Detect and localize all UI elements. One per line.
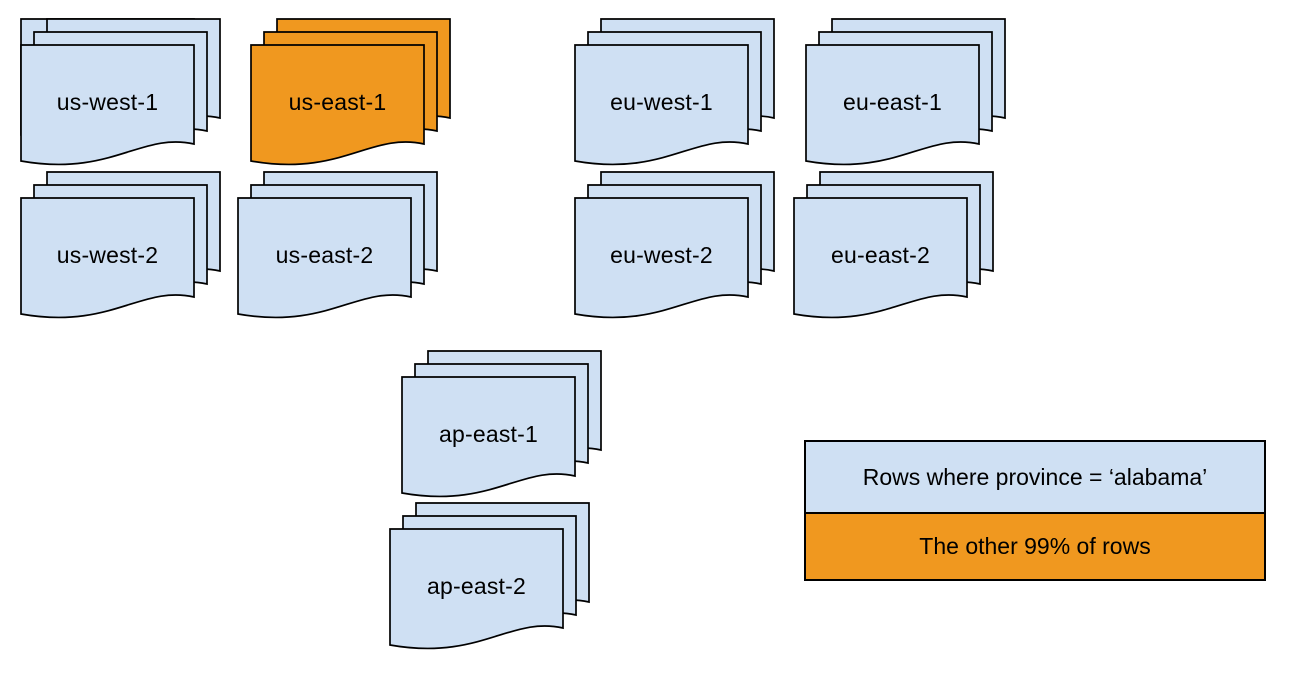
stack-us-east-2: us-east-2 — [237, 171, 438, 324]
legend-row-other-rows: The other 99% of rows — [806, 512, 1264, 579]
document-stack-icon — [237, 171, 438, 319]
document-stack-icon — [574, 18, 775, 166]
document-stack-icon — [389, 502, 590, 650]
stack-eu-east-1: eu-east-1 — [805, 18, 1006, 171]
legend: Rows where province = ‘alabama’ The othe… — [804, 440, 1266, 581]
stack-eu-west-1: eu-west-1 — [574, 18, 775, 171]
document-stack-icon — [20, 171, 221, 319]
stack-us-west-1: us-west-1 — [20, 18, 221, 171]
stack-us-west-2: us-west-2 — [20, 171, 221, 324]
legend-row-alabama: Rows where province = ‘alabama’ — [806, 442, 1264, 512]
stack-ap-east-2: ap-east-2 — [389, 502, 590, 655]
stack-eu-east-2: eu-east-2 — [793, 171, 994, 324]
legend-label-other-rows: The other 99% of rows — [919, 533, 1151, 559]
document-stack-icon — [805, 18, 1006, 166]
document-stack-icon — [401, 350, 602, 498]
stack-us-east-1: us-east-1 — [250, 18, 451, 171]
document-stack-icon — [574, 171, 775, 319]
legend-label-alabama: Rows where province = ‘alabama’ — [862, 463, 1208, 490]
document-stack-icon — [250, 18, 451, 166]
stack-ap-east-1: ap-east-1 — [401, 350, 602, 503]
stack-eu-west-2: eu-west-2 — [574, 171, 775, 324]
document-stack-icon — [793, 171, 994, 319]
document-stack-icon — [20, 18, 221, 166]
